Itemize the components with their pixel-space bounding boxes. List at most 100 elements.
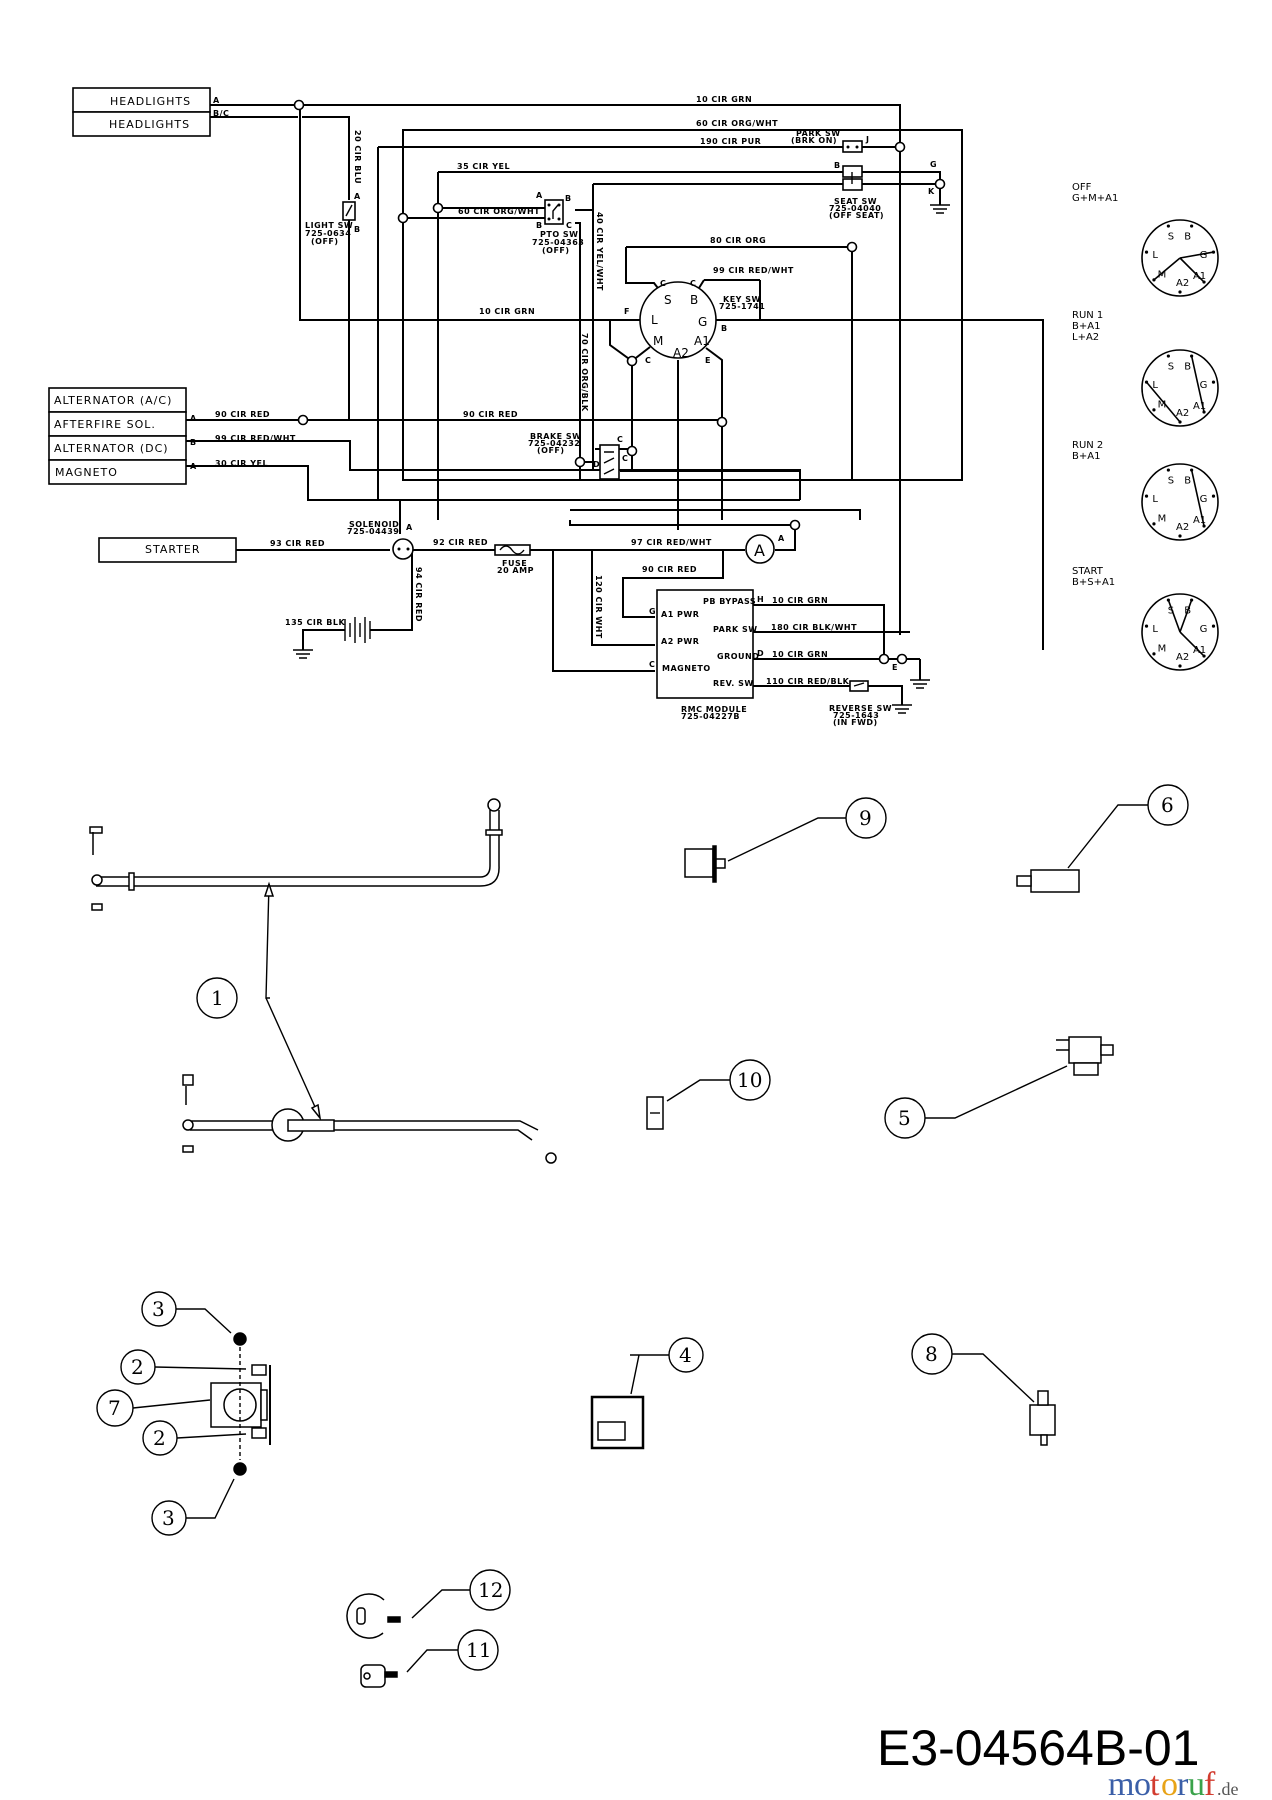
pin-label: A: [406, 523, 413, 532]
callout-number: 9: [859, 806, 872, 830]
pin-label: C: [649, 660, 655, 669]
headlights-block: HEADLIGHTS HEADLIGHTS A B/C: [72, 87, 229, 137]
brand-suffix: .de: [1217, 1779, 1239, 1799]
key-dial-terminal-label: A2: [1176, 652, 1189, 663]
rmc-module-part: 725-04227B: [681, 712, 740, 721]
key-switch-part: 725-1741: [719, 302, 765, 311]
brake-switch-body: [599, 444, 620, 480]
callout-11[interactable]: 11: [457, 1629, 499, 1671]
rmc-pin-magneto: MAGNETO: [662, 664, 711, 673]
rmc-module-label: RMC MODULE: [681, 705, 747, 714]
callout-3-upper[interactable]: 3: [141, 1291, 177, 1327]
callout-6[interactable]: 6: [1147, 784, 1189, 826]
light-switch-contact: [345, 204, 353, 217]
callout-12[interactable]: 12: [469, 1569, 511, 1611]
pin-label: A: [213, 96, 220, 105]
part-3-nut-upper: [233, 1332, 247, 1346]
key-terminal-b: B: [690, 293, 698, 307]
engine-connector-block: ALTERNATOR (A/C) AFTERFIRE SOL. ALTERNAT…: [48, 387, 197, 485]
pin-label: A: [190, 414, 197, 423]
key-terminal-s: S: [664, 293, 672, 307]
pin-label: C: [690, 279, 696, 288]
headlights-label-a: HEADLIGHTS: [110, 95, 191, 108]
callout-8[interactable]: 8: [911, 1333, 953, 1375]
switch-body: [1030, 869, 1080, 893]
starter-label: STARTER: [145, 543, 201, 556]
callout-2-upper[interactable]: 2: [120, 1349, 156, 1385]
wire-label: 180 CIR BLK/WHT: [771, 623, 857, 632]
ammeter-body: [745, 534, 775, 564]
junction-node: [878, 653, 890, 665]
park-switch-label: PARK SW: [796, 129, 841, 138]
cable-body: [190, 1120, 539, 1141]
ground-icon: [930, 204, 950, 214]
junction-node: [574, 456, 586, 468]
reverse-switch-body: [849, 680, 869, 692]
callout-number: 11: [466, 1638, 491, 1662]
drawing-number: E3-04564B-01: [877, 1720, 1199, 1776]
rmc-pin-pb-bypass: PB BYPASS: [703, 597, 756, 606]
callout-3-lower[interactable]: 3: [151, 1500, 187, 1536]
leader-line: [630, 1354, 670, 1395]
part-3-nut-lower: [233, 1462, 247, 1476]
key-dial-terminal: [1152, 408, 1156, 412]
seat-switch-part: 725-04040: [829, 204, 881, 213]
part-8-plunger-switch: [952, 1353, 1056, 1446]
leader-line: [406, 1649, 459, 1673]
wire-20-blu: [210, 116, 350, 200]
callout-2-lower[interactable]: 2: [142, 1420, 178, 1456]
key-dial-terminal-label: A2: [1176, 278, 1189, 289]
callout-9[interactable]: 9: [845, 797, 887, 839]
callout-4[interactable]: 4: [668, 1337, 704, 1373]
wire-label: 10 CIR GRN: [696, 95, 752, 104]
key-dial-terminal-label: A2: [1176, 408, 1189, 419]
callout-7[interactable]: 7: [96, 1389, 134, 1427]
pin-label: A: [778, 534, 785, 543]
pin-label: G: [930, 160, 937, 169]
callout-1[interactable]: 1: [196, 977, 238, 1019]
wire-120-wht: [591, 550, 655, 646]
connector-tip: [715, 858, 726, 869]
pto-switch: A B B C PTO SW 725-04363 (OFF): [532, 191, 584, 255]
key-dial-bridge: [1179, 599, 1193, 633]
cable-sleeve: [128, 872, 135, 891]
ground-icon: [910, 679, 930, 689]
reverse-switch-label: REVERSE SW: [829, 704, 892, 713]
wire-94-red: [370, 550, 413, 631]
key-switch: S B L G M A2 A1 C C F B C E KEY SW 725-1…: [624, 279, 765, 365]
leader-line: [132, 1399, 211, 1409]
callout-5[interactable]: 5: [884, 1097, 926, 1139]
pin-label: C: [617, 435, 623, 444]
key-dial-terminal-label: S: [1168, 361, 1174, 372]
key-dial-terminal: [1178, 534, 1182, 538]
brand-letter: r: [1177, 1766, 1189, 1800]
callout-number: 3: [162, 1506, 175, 1530]
key-dial-terminal: [1211, 380, 1216, 384]
key-switch-label: KEY SW: [723, 295, 761, 304]
arrowhead: [310, 1103, 322, 1121]
park-switch: J PARK SW (BRK ON): [791, 129, 869, 153]
leader-line: [952, 1353, 1035, 1403]
leader-line: [411, 1589, 470, 1619]
key-dial-terminal-label: S: [1168, 605, 1174, 616]
callouts: 1 2 2 3 3 4 5 6 7 8 9 10 11 12: [96, 784, 1189, 1671]
pin-label: B: [565, 194, 572, 203]
wire-rmc-magneto: [552, 550, 655, 672]
key-terminals: S B L G M A2 A1: [651, 293, 710, 360]
key-blade: [387, 1616, 401, 1623]
pin-label: B: [354, 225, 361, 234]
wire-key-a1: [705, 347, 723, 520]
key-dial-bridge: [1190, 355, 1205, 413]
afterfire-sol-label: AFTERFIRE SOL.: [54, 418, 156, 431]
junction-node: [934, 178, 946, 190]
key-position-name: RUN 1: [1072, 310, 1103, 321]
pin-label: K: [928, 187, 935, 196]
pin-label: B: [190, 438, 197, 447]
cable-body: [96, 810, 500, 887]
key-dial-terminal-label: G: [1200, 250, 1208, 261]
callout-10[interactable]: 10: [729, 1059, 771, 1101]
wire-label: 92 CIR RED: [433, 538, 488, 547]
